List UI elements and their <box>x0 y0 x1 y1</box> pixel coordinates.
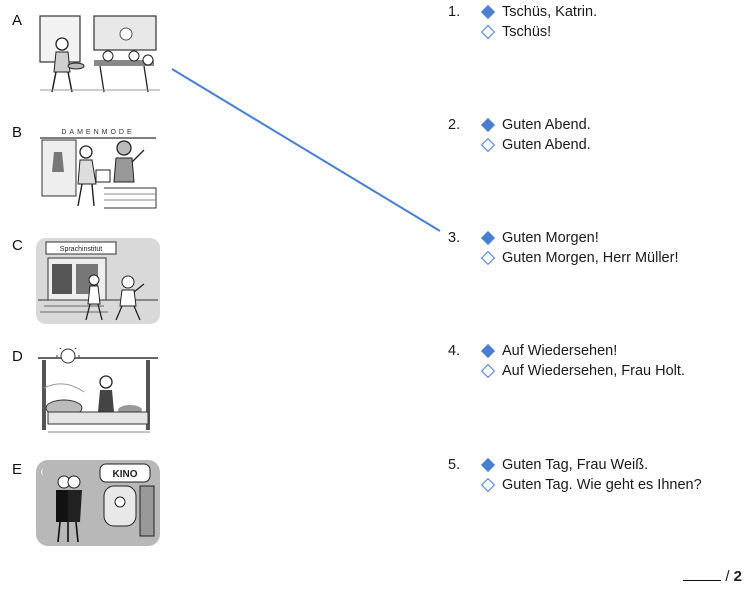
filled-diamond-icon <box>480 230 496 246</box>
filled-diamond-icon <box>480 4 496 20</box>
dialogue-line-second: Guten Tag. Wie geht es Ihnen? <box>480 475 702 495</box>
filled-diamond-icon <box>480 343 496 359</box>
dialogue-line-first: Guten Tag, Frau Weiß. <box>480 455 649 475</box>
picture-label-c: C <box>12 237 23 254</box>
score-field[interactable]: / 2 <box>683 566 742 585</box>
dialogue-line-second: Auf Wiedersehen, Frau Holt. <box>480 361 685 381</box>
hollow-diamond-icon <box>480 250 496 266</box>
dialogue-line-text: Tschüs! <box>502 24 552 40</box>
dialogue-line-text: Guten Abend. <box>502 137 591 153</box>
dialogue-number: 3. <box>448 230 461 246</box>
dialogue-line-text: Guten Abend. <box>502 117 591 133</box>
dialogue-line-first: Guten Morgen! <box>480 228 599 248</box>
dialogue-line-first: Guten Abend. <box>480 115 591 135</box>
dialogue-line-text: Tschüs, Katrin. <box>502 4 598 20</box>
dialogue-line-first: Tschüs, Katrin. <box>480 2 598 22</box>
hollow-diamond-icon <box>480 363 496 379</box>
dialogue-line-second: Guten Abend. <box>480 135 591 155</box>
filled-diamond-icon <box>480 457 496 473</box>
dialogue-line-text: Guten Tag, Frau Weiß. <box>502 457 649 473</box>
hollow-diamond-icon <box>480 137 496 153</box>
picture-c-illustration: Sprachinstitut <box>34 236 162 326</box>
picture-label-a: A <box>12 12 23 29</box>
score-total: 2 <box>733 568 742 585</box>
hollow-diamond-icon <box>480 24 496 40</box>
institute-sign-text: Sprachinstitut <box>60 246 102 253</box>
dialogue-number: 2. <box>448 117 461 133</box>
dialogue-line-text: Guten Tag. Wie geht es Ihnen? <box>502 477 702 493</box>
dialogue-line-text: Auf Wiedersehen, Frau Holt. <box>502 363 685 379</box>
dialogue-line-text: Auf Wiedersehen! <box>502 343 618 359</box>
picture-label-d: D <box>12 348 23 365</box>
dialogue-line-first: Auf Wiedersehen! <box>480 341 618 361</box>
dialogue-number: 4. <box>448 343 461 359</box>
picture-a-illustration <box>34 10 162 100</box>
dialogue-line-second: Tschüs! <box>480 22 552 42</box>
score-separator: / <box>725 568 730 585</box>
picture-label-b: B <box>12 124 23 141</box>
dialogue-line-text: Guten Morgen! <box>502 230 599 246</box>
picture-b-illustration: DAMENMODE <box>34 122 162 212</box>
picture-d-illustration <box>34 348 162 438</box>
dialogue-line-second: Guten Morgen, Herr Müller! <box>480 248 679 268</box>
filled-diamond-icon <box>480 117 496 133</box>
hollow-diamond-icon <box>480 477 496 493</box>
dialogue-line-text: Guten Morgen, Herr Müller! <box>502 250 679 266</box>
dialogue-number: 5. <box>448 457 461 473</box>
picture-e-illustration: KINO <box>34 458 162 548</box>
score-blank[interactable] <box>683 566 722 581</box>
dialogue-number: 1. <box>448 4 461 20</box>
picture-label-e: E <box>12 461 23 478</box>
shop-sign-text: DAMENMODE <box>61 129 134 136</box>
cinema-sign-text: KINO <box>113 469 138 480</box>
